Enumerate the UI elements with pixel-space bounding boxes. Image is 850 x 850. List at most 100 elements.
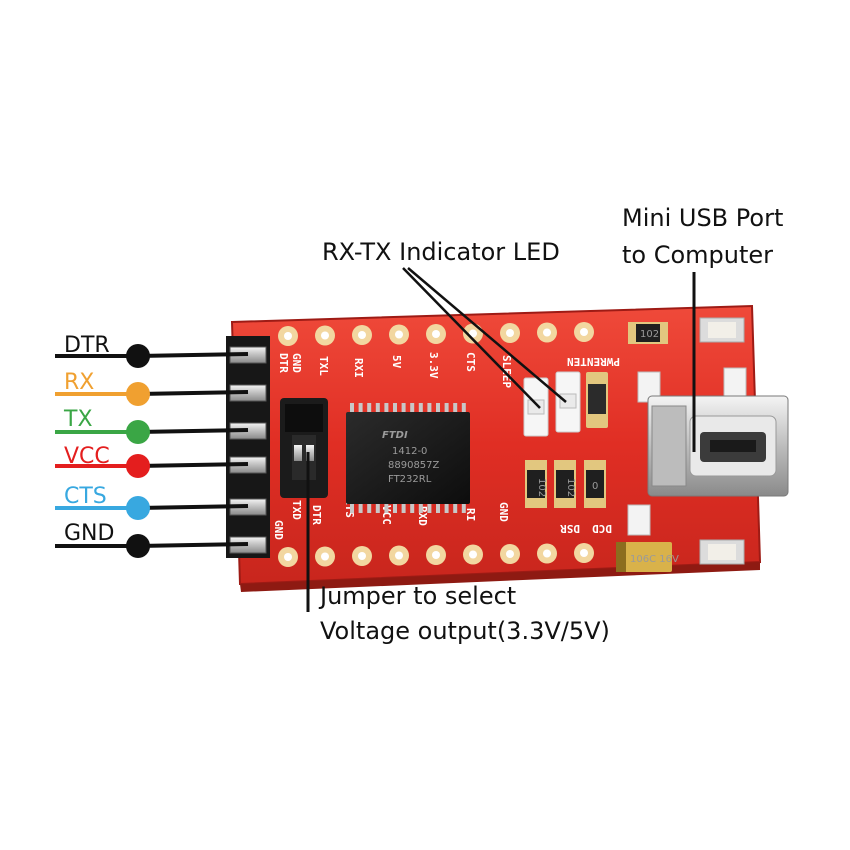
pad-hole xyxy=(543,328,551,337)
pin-wires xyxy=(55,344,249,558)
jumper-callout-line1: Jumper to select xyxy=(320,582,517,610)
chip-leg xyxy=(436,503,440,513)
pin-label: TX xyxy=(64,407,93,432)
chip-leg xyxy=(393,403,397,413)
silk-pwrenten-top: PWRENTEN xyxy=(567,355,620,368)
pad-hole xyxy=(580,549,588,557)
silk-txd-side: TXD xyxy=(290,500,303,520)
pin-dot xyxy=(126,420,150,444)
chip-leg xyxy=(418,403,423,413)
chip-legs xyxy=(350,403,466,513)
pad-hole xyxy=(284,332,292,340)
silk-gnd-top: GND xyxy=(290,353,303,373)
chip-leg xyxy=(461,503,466,513)
chip-leg xyxy=(350,503,354,513)
chip-leg xyxy=(453,503,458,513)
resistor-2-label: 102 xyxy=(565,478,576,497)
chip-leg xyxy=(427,503,432,513)
pin-dot xyxy=(126,344,150,368)
chip-leg xyxy=(393,503,397,513)
pad-hole xyxy=(432,330,440,338)
pad-hole xyxy=(469,550,477,559)
pin-wire xyxy=(137,428,249,434)
chip-leg xyxy=(375,403,380,413)
silk-5v-top: 5V xyxy=(390,355,403,369)
chip-leg xyxy=(453,403,458,413)
silk-gnd-bottom: GND xyxy=(497,502,510,522)
chip-leg xyxy=(427,403,432,413)
pad-hole xyxy=(543,549,551,558)
silk-dtr-bottom: DTR xyxy=(310,505,323,525)
jumper-callout-line2: Voltage output(3.3V/5V) xyxy=(320,617,610,645)
voltage-jumper xyxy=(280,398,328,498)
resistor-1-label: 102 xyxy=(536,478,547,497)
pad-hole xyxy=(321,331,329,340)
silk-gnd-side: GND xyxy=(272,520,285,540)
chip-leg xyxy=(444,403,449,413)
pin-label: GND xyxy=(64,521,115,546)
pin-dot xyxy=(126,496,150,520)
pin-wire xyxy=(137,462,249,468)
pad-hole xyxy=(358,552,366,560)
pin-wire xyxy=(137,504,249,510)
resistor-3-label: 0 xyxy=(592,481,598,492)
pad-hole xyxy=(506,329,514,337)
chip-line3: FT232RL xyxy=(388,474,432,485)
chip-leg xyxy=(350,403,354,413)
silk-txl-top: TXL xyxy=(317,356,330,376)
chip-leg xyxy=(436,403,440,413)
silk-ri-bottom: RI xyxy=(464,508,477,521)
top-pad-row xyxy=(278,322,594,346)
chip-leg xyxy=(384,503,389,513)
pad-hole xyxy=(506,550,514,558)
silk-dtr-top: DTR xyxy=(277,353,290,373)
chip-leg xyxy=(410,503,415,513)
pad-hole xyxy=(469,329,477,338)
pin-dot xyxy=(126,454,150,478)
small-resistor-label: 102 xyxy=(640,329,659,340)
chip-leg xyxy=(384,403,389,413)
resistor-row: 102 102 0 xyxy=(525,460,606,508)
silk-cts-top: CTS xyxy=(464,352,477,372)
chip-leg xyxy=(401,503,406,513)
mini-usb-connector xyxy=(647,395,789,497)
silk-33v-top: 3.3V xyxy=(427,352,440,379)
chip-leg xyxy=(444,503,449,513)
header-pins xyxy=(229,346,267,554)
pad-hole xyxy=(358,331,366,339)
chip-leg xyxy=(410,403,415,413)
pin-header xyxy=(226,336,270,558)
chip-logo: FTDI xyxy=(382,430,408,441)
usb-callout-line1: Mini USB Port xyxy=(622,204,784,232)
top-silkscreen: GND DTR TXL RXI 5V 3.3V CTS SLEEP PWRENT… xyxy=(277,352,620,388)
bottom-pad-row xyxy=(278,543,594,567)
pad-hole xyxy=(580,328,588,336)
pad-hole xyxy=(284,553,292,561)
pad-hole xyxy=(321,552,329,561)
pin-dot xyxy=(126,534,150,558)
pin-label: DTR xyxy=(64,333,110,358)
pin-label: RX xyxy=(64,370,95,395)
pad-hole xyxy=(395,330,403,339)
rx-tx-leds xyxy=(523,371,608,437)
pad-hole xyxy=(395,551,403,560)
pin-dot xyxy=(126,382,150,406)
chip-leg xyxy=(367,503,372,513)
capacitor-label: 106C 16V xyxy=(630,554,679,565)
pin-label: CTS xyxy=(64,484,107,509)
led-callout-lines xyxy=(402,267,567,409)
bottom-silkscreen: DTR RTS VCC RXD RI GND DSR DCD TXD GND xyxy=(272,498,612,540)
silk-vcc-bottom: VCC xyxy=(380,505,393,525)
chip-leg xyxy=(367,403,372,413)
usb-callout-line2: to Computer xyxy=(622,241,774,269)
silk-sleep-top: SLEEP xyxy=(500,355,513,388)
silk-rxi-top: RXI xyxy=(352,358,365,378)
chip-leg xyxy=(401,403,406,413)
chip-leg xyxy=(358,403,363,413)
led-callout-label: RX-TX Indicator LED xyxy=(322,238,560,266)
silk-dcd-bottom: DCD xyxy=(592,522,612,535)
pin-wire xyxy=(137,542,249,548)
pin-wire xyxy=(137,390,249,396)
silk-dsr-bottom: DSR xyxy=(560,522,580,535)
